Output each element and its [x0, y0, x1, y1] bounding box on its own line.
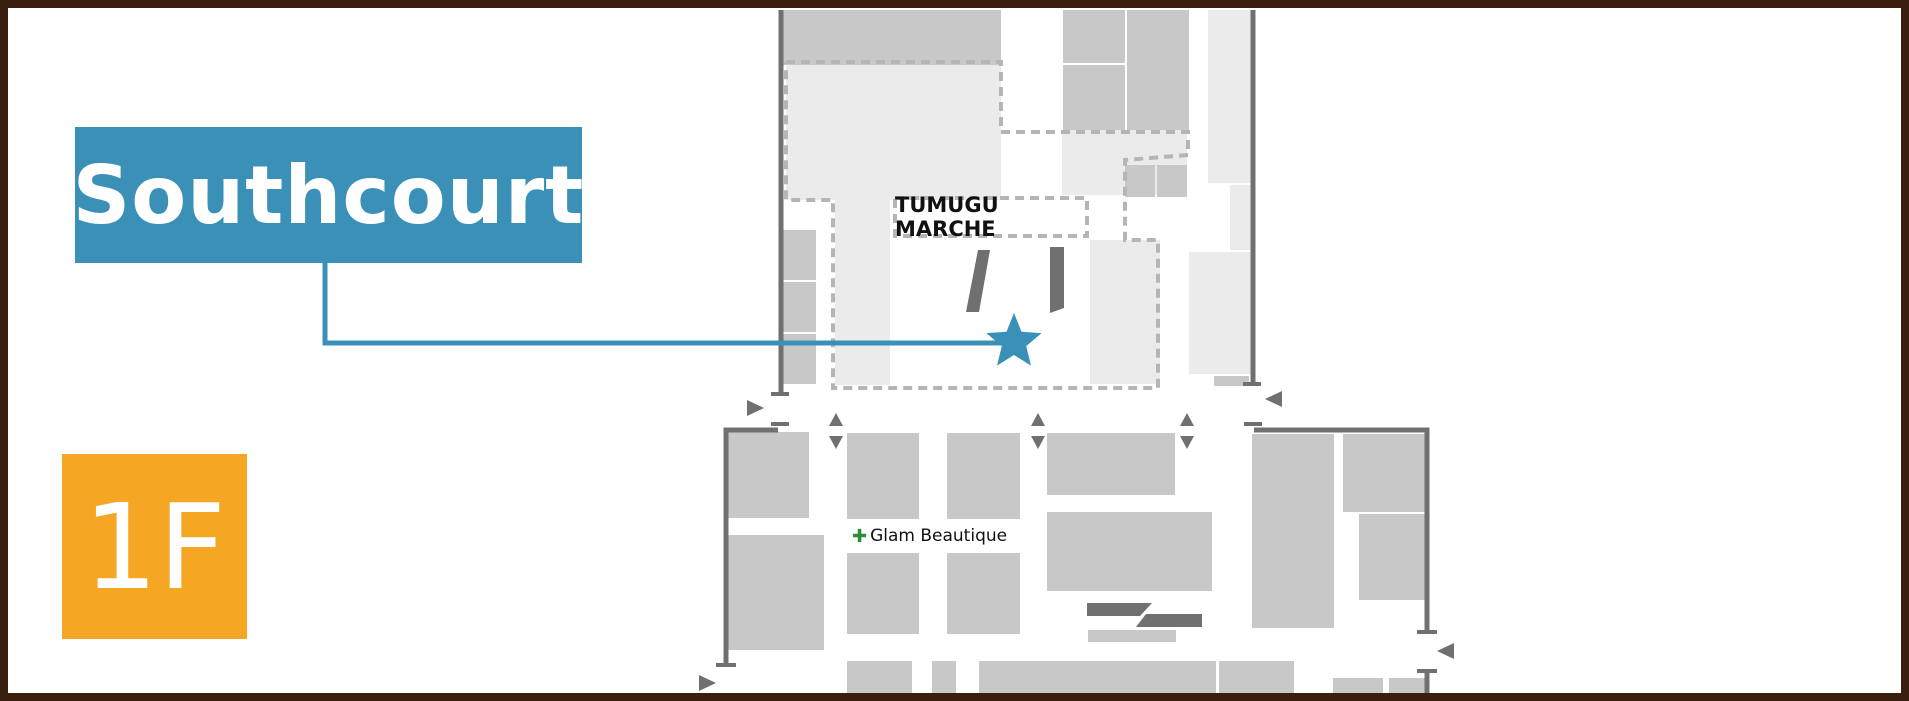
escalator: [1050, 247, 1064, 313]
counter-fixture: [1136, 614, 1202, 627]
wall-cap-group: [716, 382, 1437, 673]
entrance-arrow-icon: [1265, 391, 1282, 407]
building-block: [783, 10, 1001, 65]
building-block: [835, 200, 890, 385]
building-block: [1127, 10, 1189, 130]
wall-cap: [1244, 422, 1262, 426]
entrance-arrow-icon: [699, 675, 716, 691]
two-way-arrow-icon: [1031, 436, 1045, 449]
star-icon: [986, 313, 1042, 366]
wall-cap: [716, 663, 736, 667]
shop-block: [1088, 630, 1176, 642]
shop-label: ✚ Glam Beautique: [852, 522, 1007, 550]
building-block-group: [728, 10, 1425, 693]
wall-cap: [771, 392, 789, 396]
shop-block: [847, 661, 912, 693]
wall-cap: [771, 422, 789, 426]
entrance-arrow-icon: [1437, 643, 1454, 659]
location-label: Southcourt: [73, 127, 583, 263]
entrance-arrow-group: [699, 391, 1454, 691]
two-way-arrow-icon: [1031, 413, 1045, 426]
building-block: [786, 60, 1001, 200]
shop-block: [947, 433, 1020, 519]
shop-block: [847, 553, 919, 634]
shop-block: [947, 553, 1020, 634]
shop-block: [1343, 434, 1425, 512]
shop-block: [728, 535, 824, 650]
shop-block: [1219, 661, 1294, 693]
dashed-zone-outline: [784, 60, 1190, 390]
shop-block: [1389, 678, 1425, 693]
floor-badge: 1F: [62, 454, 247, 639]
building-block: [783, 282, 816, 332]
shop-block: [1252, 434, 1334, 628]
building-block: [1090, 338, 1160, 384]
escalator: [966, 250, 990, 312]
building-block: [1189, 252, 1251, 374]
shop-block: [979, 661, 1216, 693]
wall: [723, 427, 778, 665]
shop-block: [847, 433, 919, 519]
shop-block: [728, 432, 809, 518]
two-way-arrow-icon: [1180, 413, 1194, 426]
green-cross-icon: ✚: [852, 525, 868, 547]
wall: [1254, 427, 1430, 630]
shop-block: [1333, 678, 1383, 693]
building-block: [1063, 65, 1125, 130]
building-block: [1063, 10, 1125, 63]
building-block: [1090, 240, 1160, 338]
building-block: [1125, 165, 1155, 197]
dashed-zone-group: [784, 60, 1190, 390]
wall-cap: [1243, 382, 1261, 386]
building-block: [1157, 165, 1187, 197]
location-leader-line: [322, 262, 1004, 346]
wall-group: [723, 10, 1430, 693]
building-block: [1230, 185, 1251, 250]
dashed-zone-outline: [893, 196, 1089, 238]
two-way-arrow-icon: [829, 413, 843, 426]
building-block: [1208, 10, 1251, 183]
building-block: [783, 230, 816, 280]
wall-cap: [1417, 630, 1437, 634]
two-way-arrow-icon: [1180, 436, 1194, 449]
venue-label: TUMUGU MARCHE: [895, 193, 999, 241]
dark-fixture-group: [966, 247, 1202, 627]
shop-block: [1359, 537, 1385, 600]
shop-block: [1047, 433, 1175, 495]
entrance-arrow-icon: [747, 400, 764, 416]
shop-block: [932, 661, 956, 693]
counter-fixture: [1087, 603, 1152, 616]
wall-cap: [1417, 669, 1437, 673]
shop-name: Glam Beautique: [870, 526, 1008, 546]
two-way-arrow-icon: [829, 436, 843, 449]
building-block: [1214, 376, 1249, 386]
building-block-light-group: [786, 10, 1251, 385]
shop-block: [1047, 512, 1212, 591]
